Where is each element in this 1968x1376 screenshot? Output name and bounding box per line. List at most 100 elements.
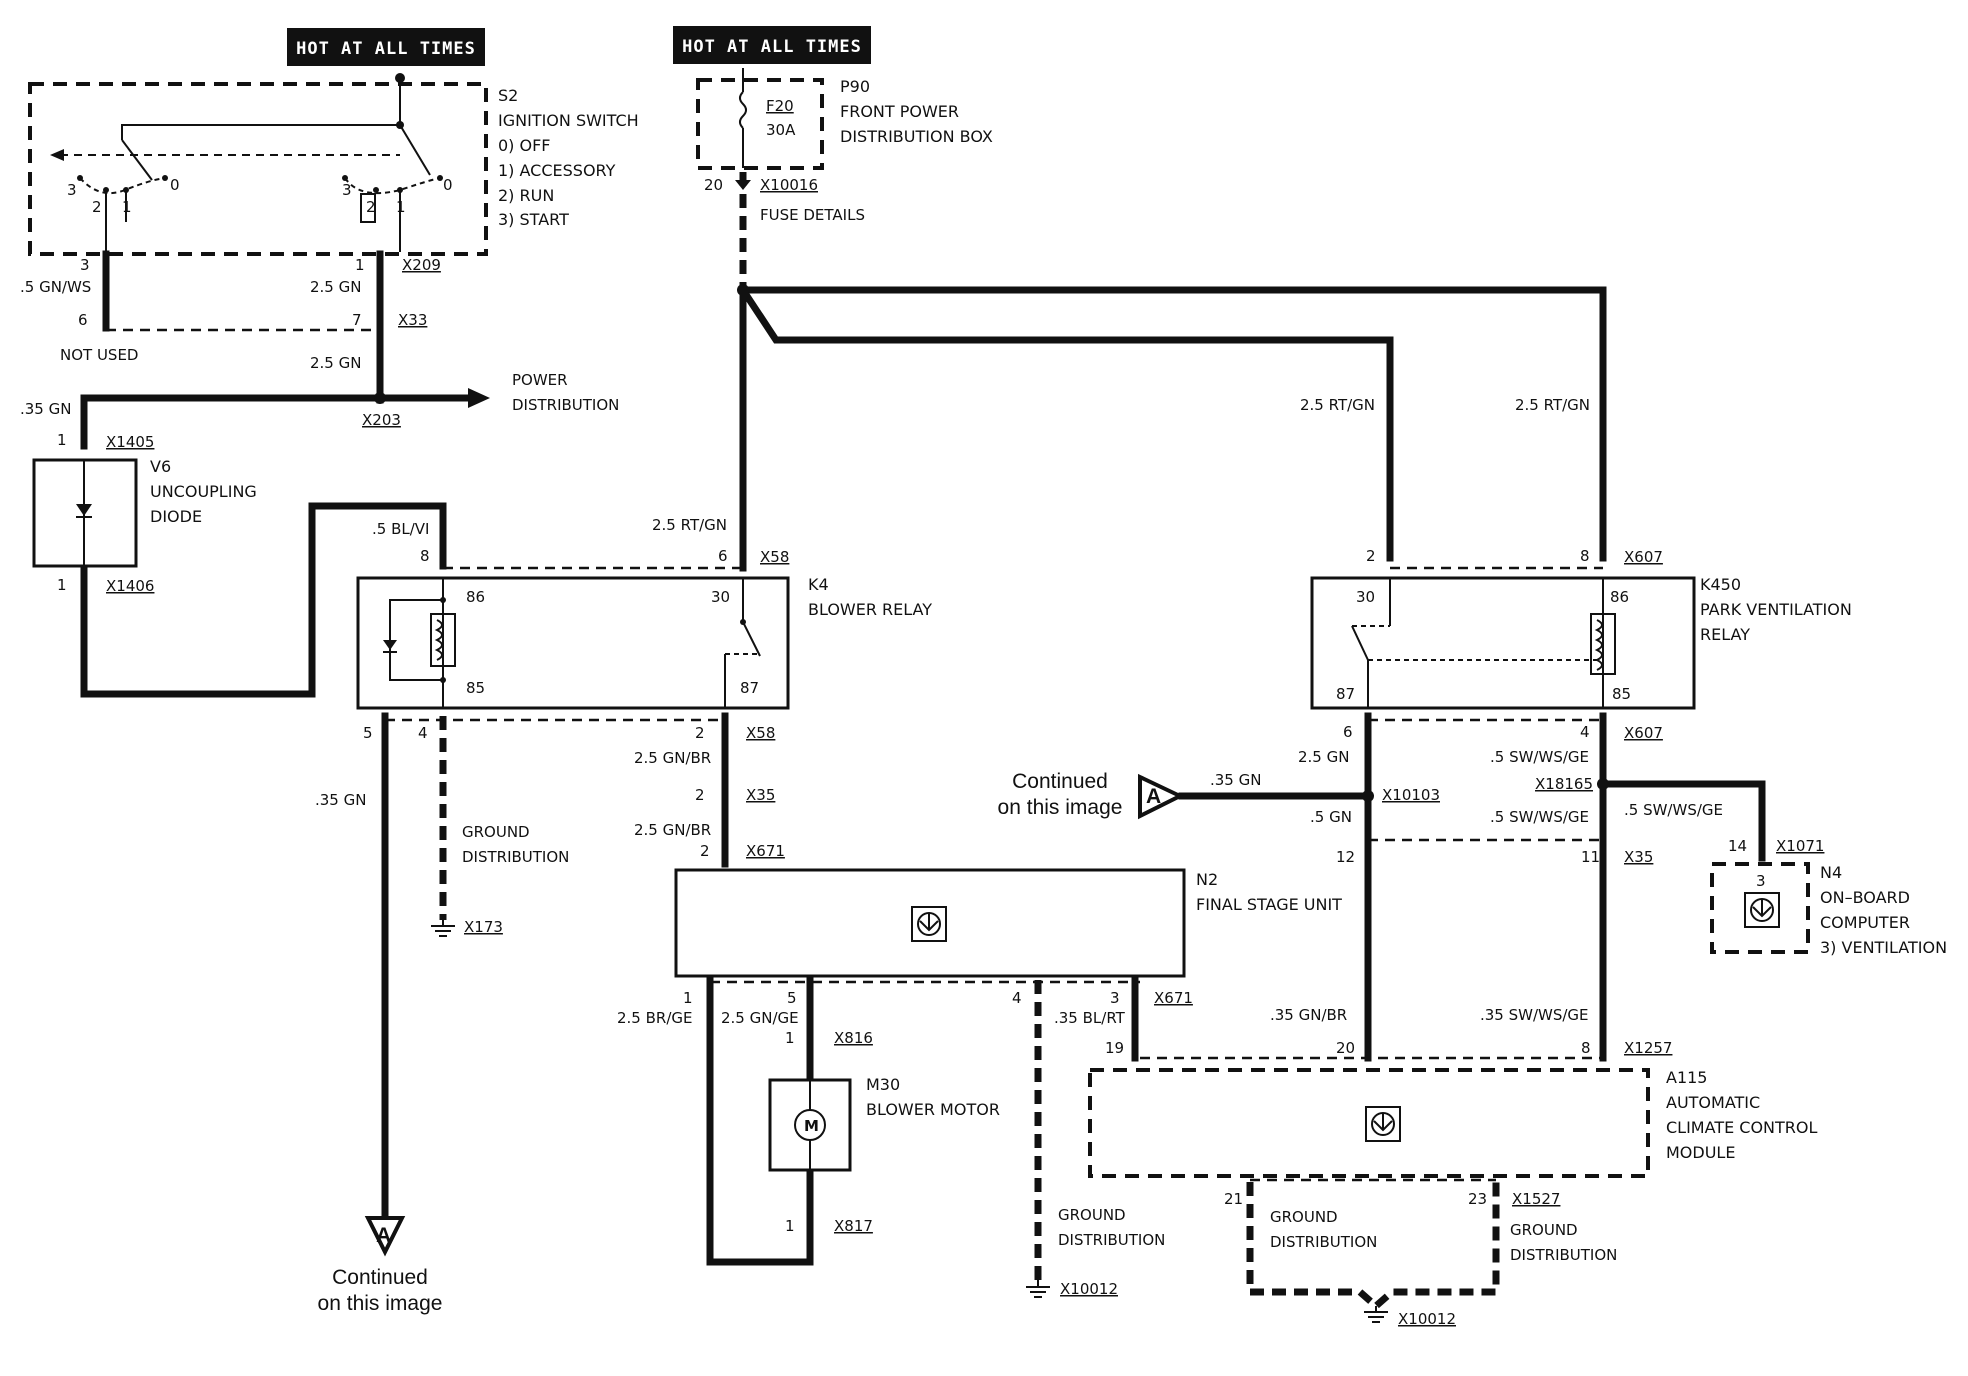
a115-pin-8: 8 <box>1581 1039 1591 1057</box>
k4-pin-8: 8 <box>420 547 430 565</box>
wire-sw-ws-ge-c: .35 SW/WS/GE <box>1480 1006 1589 1024</box>
s2-pin-1: 1 <box>355 256 365 274</box>
marker-a-right: A <box>1146 785 1161 808</box>
a115-pin-21: 21 <box>1224 1190 1243 1208</box>
park-ventilation-relay: 30 86 87 85 <box>1310 576 1696 710</box>
continued-bottom-2: on this image <box>318 1292 443 1315</box>
connector-x671b: X671 <box>1154 989 1193 1007</box>
connector-x816: X816 <box>834 1029 873 1047</box>
a115-line1: AUTOMATIC <box>1666 1093 1760 1112</box>
connector-x1406: X1406 <box>106 577 154 595</box>
ground-dist-n2-2: DISTRIBUTION <box>1058 1231 1165 1249</box>
ground-dist-n2-1: GROUND <box>1058 1206 1126 1224</box>
a115-pin-19: 19 <box>1105 1039 1124 1057</box>
k4-pin-4: 4 <box>418 724 428 742</box>
connector-x58b: X58 <box>746 724 775 742</box>
a115-line2: CLIMATE CONTROL <box>1666 1118 1818 1137</box>
k4-name: BLOWER RELAY <box>808 600 932 619</box>
x35-pin-2: 2 <box>695 786 705 804</box>
k4-pin-85: 85 <box>466 679 485 697</box>
n4-line2: COMPUTER <box>1820 913 1910 932</box>
ground-dist-k4-1: GROUND <box>462 823 530 841</box>
p90-pin-20: 20 <box>704 176 723 194</box>
a115-pin-20: 20 <box>1336 1039 1355 1057</box>
ground-dist-a115-2: DISTRIBUTION <box>1270 1233 1377 1251</box>
p90-line1: FRONT POWER <box>840 102 959 121</box>
n2-pin-3: 3 <box>1110 989 1120 1007</box>
n4-line3: 3) VENTILATION <box>1820 938 1947 957</box>
wire-sw-ws-ge-n4: .5 SW/WS/GE <box>1624 801 1723 819</box>
uncoupling-diode: 1 X1405 1 X1406 <box>32 431 154 595</box>
n2-id: N2 <box>1196 870 1218 889</box>
connector-x58: X58 <box>760 548 789 566</box>
connector-x203: X203 <box>362 411 401 429</box>
wire-gn-ws: .5 GN/WS <box>20 278 91 296</box>
n4-line1: ON–BOARD <box>1820 888 1910 907</box>
connector-x10012b: X10012 <box>1398 1310 1456 1328</box>
s2-pos0: 0) OFF <box>498 136 551 155</box>
k4-pin-86: 86 <box>466 588 485 606</box>
connector-x35: X35 <box>746 786 775 804</box>
ignition-switch: 3 0 2 1 3 2 1 0 <box>28 73 488 256</box>
m30-pin-1: 1 <box>785 1029 795 1047</box>
v6-pin-1b: 1 <box>57 576 67 594</box>
connector-x1405: X1405 <box>106 433 154 451</box>
wire-2-5-gn-b: 2.5 GN <box>310 354 361 372</box>
fuse-details: FUSE DETAILS <box>760 206 865 224</box>
connector-x607b: X607 <box>1624 724 1663 742</box>
front-power-distribution-box: F20 30A <box>696 68 824 170</box>
hot-banner-1: HOT AT ALL TIMES <box>287 28 485 66</box>
climate-control-module <box>1088 1068 1650 1178</box>
s2-id: S2 <box>498 86 518 105</box>
x33-pin-6: 6 <box>78 311 88 329</box>
connector-x1257: X1257 <box>1624 1039 1672 1057</box>
wire-gn-br-b: 2.5 GN/BR <box>634 821 711 839</box>
ground-dist-a115-4: DISTRIBUTION <box>1510 1246 1617 1264</box>
m30-id: M30 <box>866 1075 900 1094</box>
a115-id: A115 <box>1666 1068 1707 1087</box>
wire-gn-br-c: .35 GN/BR <box>1270 1006 1347 1024</box>
motor-m-icon: M <box>804 1117 819 1135</box>
connector-x1527: X1527 <box>1512 1190 1560 1208</box>
switch-pin-2: 2 <box>92 198 102 216</box>
connector-x817: X817 <box>834 1217 873 1235</box>
x671-pin-2: 2 <box>700 842 710 860</box>
continued-right-2: on this image <box>998 796 1123 819</box>
wire-rt-gn-k4: 2.5 RT/GN <box>652 516 727 534</box>
s2-pos2: 2) RUN <box>498 186 554 205</box>
continued-right-1: Continued <box>1012 770 1108 793</box>
k450-id: K450 <box>1700 575 1741 594</box>
k450-pin-4: 4 <box>1580 723 1590 741</box>
ground-dist-k4-2: DISTRIBUTION <box>462 848 569 866</box>
ground-symbol-x10012a <box>1026 1280 1050 1298</box>
not-used-label: NOT USED <box>60 346 139 364</box>
n4-pin-14: 14 <box>1728 837 1747 855</box>
k450-pin-8: 8 <box>1580 547 1590 565</box>
a115-line3: MODULE <box>1666 1143 1735 1162</box>
n2-name: FINAL STAGE UNIT <box>1196 895 1342 914</box>
blower-relay: 86 85 30 87 <box>356 576 790 710</box>
wire-bl-rt: .35 BL/RT <box>1054 1009 1126 1027</box>
n4-id: N4 <box>1820 863 1842 882</box>
switch-pin-2b: 2 <box>366 198 376 216</box>
wire-2-5-gn-k450: 2.5 GN <box>1298 748 1349 766</box>
n2-electronic-icon <box>911 906 947 942</box>
fuse-amps: 30A <box>766 121 796 139</box>
m30-pin-1b: 1 <box>785 1217 795 1235</box>
k450-pin-30: 30 <box>1356 588 1375 606</box>
a115-electronic-icon <box>1365 1106 1401 1142</box>
v6-line2: DIODE <box>150 507 202 526</box>
p90-id: P90 <box>840 77 870 96</box>
v6-id: V6 <box>150 457 171 476</box>
wire-gn-br-a: 2.5 GN/BR <box>634 749 711 767</box>
k450-pin-86: 86 <box>1610 588 1629 606</box>
m30-name: BLOWER MOTOR <box>866 1100 1000 1119</box>
k450-line2: RELAY <box>1700 625 1750 644</box>
k450-line1: PARK VENTILATION <box>1700 600 1852 619</box>
connector-x173: X173 <box>464 918 503 936</box>
fuse-f20: F20 <box>766 97 794 115</box>
s2-name: IGNITION SWITCH <box>498 111 639 130</box>
wire-bl-vi: .5 BL/VI <box>372 520 429 538</box>
k4-pin-87: 87 <box>740 679 759 697</box>
hot-banner-2: HOT AT ALL TIMES <box>673 26 871 64</box>
